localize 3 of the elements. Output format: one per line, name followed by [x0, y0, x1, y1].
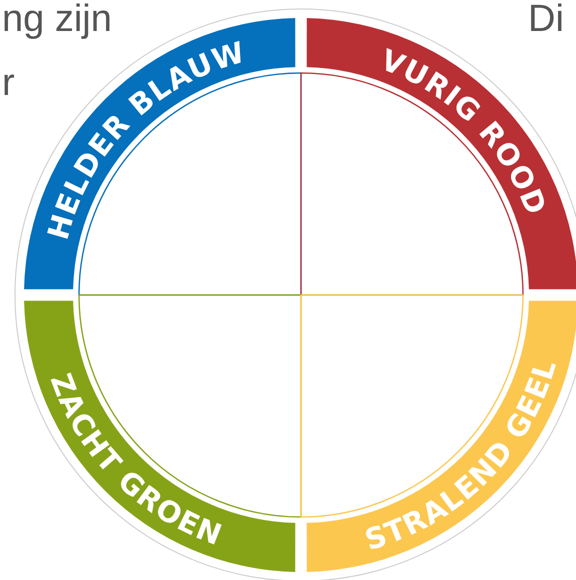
text-fragment: Di: [528, 0, 564, 38]
text-fragment: ng zijn: [2, 0, 112, 38]
text-fragment: r: [2, 64, 15, 102]
